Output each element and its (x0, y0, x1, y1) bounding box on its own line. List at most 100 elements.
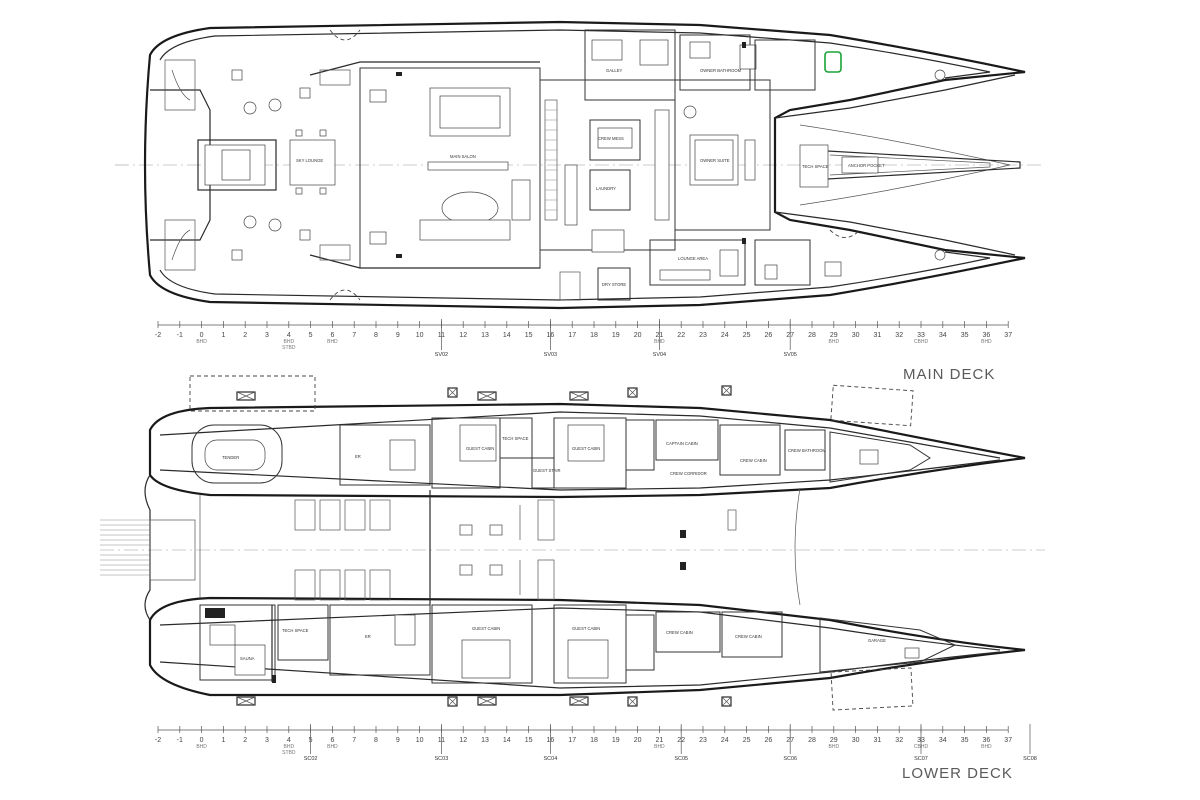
ruler-frame-number: 26 (765, 332, 773, 339)
room-label-crew-mess: CREW MESS (598, 136, 624, 141)
room-label-dry-store: DRY STORE (602, 282, 626, 287)
room-label-captain-cabin: CAPTAIN CABIN (666, 441, 698, 446)
ruler-bulkhead-label: CBHD (914, 339, 929, 345)
ruler-bulkhead-label: BHD (981, 744, 992, 750)
ruler-frame-number: 8 (374, 332, 378, 339)
room-label-garage: GARAGE (868, 638, 886, 643)
ruler-station-label: SV03 (544, 352, 557, 358)
ruler-frame-number: 15 (525, 737, 533, 744)
room-label-crew-cabin-1: CREW CABIN (740, 458, 767, 463)
room-label-sky-lounge: SKY LOUNGE (296, 158, 323, 163)
room-label-crew-bathroom: CREW BATHROOM (788, 448, 826, 453)
ruler-frame-number: 32 (895, 332, 903, 339)
ruler-frame-number: -1 (177, 737, 183, 744)
ruler-frame-number: 35 (961, 737, 969, 744)
svg-text:ANCHOR POCKET: ANCHOR POCKET (848, 163, 885, 168)
ruler-frame-number: 20 (634, 737, 642, 744)
ruler-frame-number: 4 (287, 737, 291, 744)
room-label-galley: GALLEY (606, 68, 623, 73)
room-label-er-port: ER (365, 634, 371, 639)
main-deck-plan: ANCHOR POCKET SKY LOUNGE (115, 20, 1045, 310)
ruler-frame-number: -1 (177, 332, 183, 339)
room-label-owner-bathroom: OWNER BATHROOM (700, 68, 742, 73)
room-label-crew-cabin-2: CREW CABIN (666, 630, 693, 635)
lower-deck-plan: TENDER ER GUEST CABIN TECH SPACE GUEST S… (100, 375, 1045, 711)
ruler-bulkhead-label: BHD (284, 339, 295, 345)
ruler-frame-number: 21 (656, 737, 664, 744)
ruler-frame-number: 28 (808, 737, 816, 744)
room-label-tender: TENDER (222, 455, 239, 460)
room-label-main-salon: MAIN SALON (450, 154, 476, 159)
ruler-frame-number: 0 (200, 332, 204, 339)
ruler-station-label: SV05 (783, 352, 796, 358)
ruler-frame-number: 23 (699, 332, 707, 339)
ruler-bulkhead-label: BHD (284, 744, 295, 750)
ruler-frame-number: 24 (721, 332, 729, 339)
room-label-guest-cabin-port-2: GUEST CABIN (572, 626, 600, 631)
ruler-station-label: SC04 (544, 756, 558, 762)
main-deck-title: MAIN DECK (903, 366, 996, 383)
ruler-station-label: SC02 (304, 756, 318, 762)
ruler-frame-number: 32 (895, 737, 903, 744)
ruler-frame-number: 15 (525, 332, 533, 339)
ruler-frame-number: 17 (568, 737, 576, 744)
ruler-frame-number: 0 (200, 737, 204, 744)
ruler-frame-number: 6 (330, 737, 334, 744)
ruler-frame-number: 3 (265, 332, 269, 339)
ruler-frame-number: 28 (808, 332, 816, 339)
ruler-bulkhead-label: BHD (327, 744, 338, 750)
ruler-frame-number: 18 (590, 737, 598, 744)
ruler-bulkhead-label: BHD (829, 744, 840, 750)
ruler-frame-number: 19 (612, 737, 620, 744)
ruler-frame-number: 19 (612, 332, 620, 339)
ruler-frame-number: 13 (481, 332, 489, 339)
ruler-frame-number: 9 (396, 737, 400, 744)
lower-deck-title: LOWER DECK (902, 765, 1013, 782)
ruler-frame-number: 1 (221, 737, 225, 744)
ruler-station-label: SV04 (653, 352, 666, 358)
ruler-station-label: SC07 (914, 756, 928, 762)
ruler-frame-number: 2 (243, 332, 247, 339)
room-label-guest-cabin-stbd-1: GUEST CABIN (466, 446, 494, 451)
ruler-bulkhead-label: BHD (327, 339, 338, 345)
ruler-frame-number: 29 (830, 737, 838, 744)
ruler-station-label: SC06 (783, 756, 797, 762)
ruler-frame-number: 14 (503, 737, 511, 744)
ruler-frame-number: 31 (874, 332, 882, 339)
room-label-crew-corridor: CREW CORRIDOR (670, 471, 707, 476)
ruler-frame-number: 22 (677, 332, 685, 339)
ruler-frame-number: 34 (939, 737, 947, 744)
room-label-owner-suite: OWNER SUITE (700, 158, 730, 163)
ruler-frame-number: 5 (309, 332, 313, 339)
ruler-station-label: SC03 (435, 756, 449, 762)
ruler-station-label: SV02 (435, 352, 448, 358)
ruler-frame-number: 9 (396, 332, 400, 339)
ruler-frame-number: 10 (416, 737, 424, 744)
ruler-frame-number: 30 (852, 332, 860, 339)
ruler-frame-number: 1 (221, 332, 225, 339)
hatch-markers (236, 385, 732, 707)
ruler-frame-number: 20 (634, 332, 642, 339)
ruler-bulkhead-label: STBD (282, 750, 296, 756)
lower-deck-frame-ruler: -2-1012345678910111213141516171819202122… (155, 724, 1037, 762)
ruler-frame-number: 29 (830, 332, 838, 339)
ruler-bulkhead-label: BHD (829, 339, 840, 345)
ruler-frame-number: 12 (459, 737, 467, 744)
ruler-frame-number: 23 (699, 737, 707, 744)
ruler-frame-number: 33 (917, 332, 925, 339)
highlight-marker (824, 51, 842, 73)
ruler-frame-number: 6 (330, 332, 334, 339)
ruler-frame-number: 36 (983, 332, 991, 339)
room-label-tech-space: TECH SPACE (802, 164, 829, 169)
ruler-frame-number: 12 (459, 332, 467, 339)
ruler-bulkhead-label: STBD (282, 345, 296, 351)
room-label-sauna: SAUNA (240, 656, 255, 661)
ruler-frame-number: 8 (374, 737, 378, 744)
ruler-frame-number: 10 (416, 332, 424, 339)
ruler-frame-number: 17 (568, 332, 576, 339)
ruler-frame-number: 26 (765, 737, 773, 744)
room-label-guest-stair: GUEST STAIR (533, 468, 561, 473)
ruler-frame-number: 37 (1004, 737, 1012, 744)
